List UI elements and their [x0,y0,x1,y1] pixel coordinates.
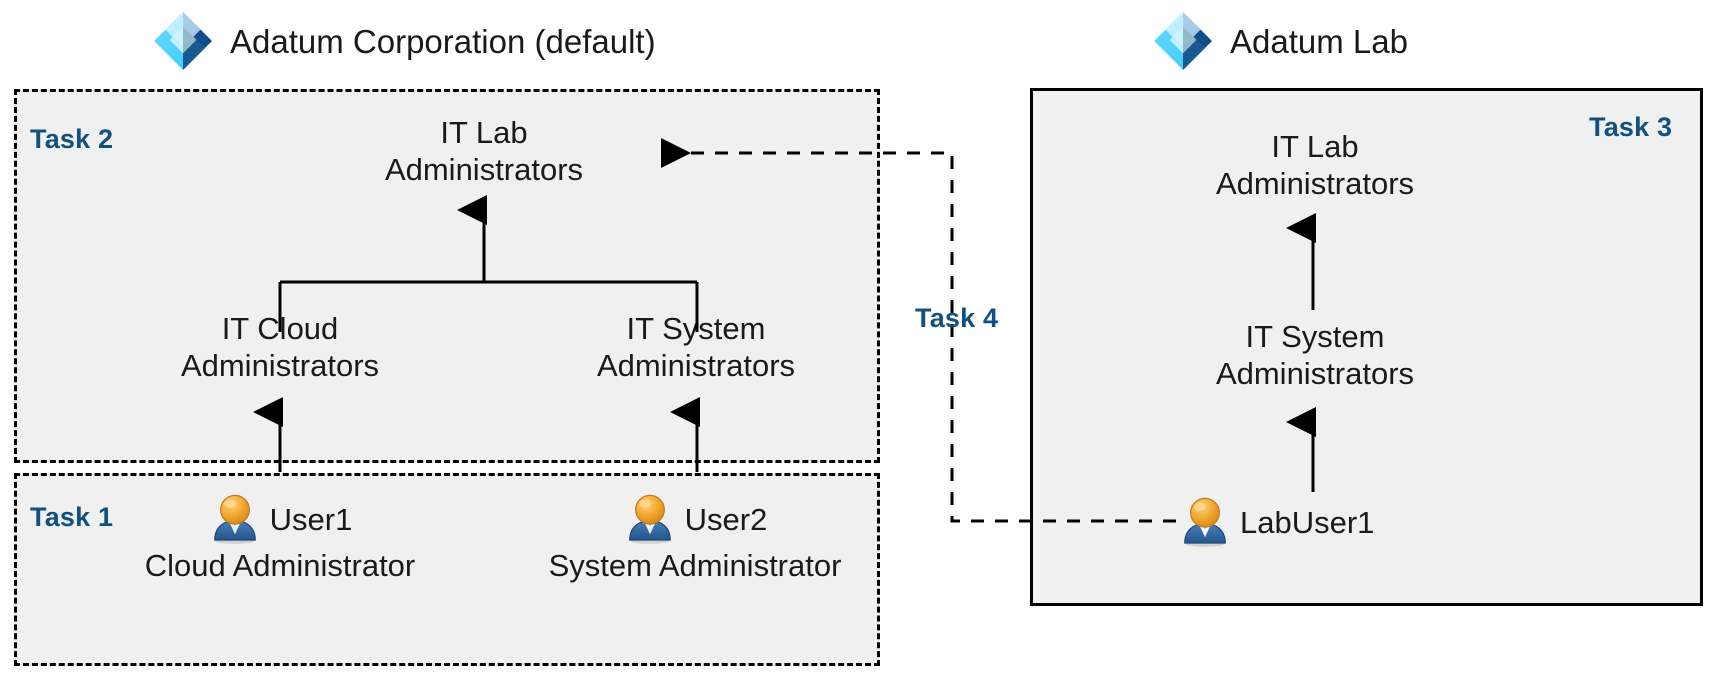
node-lab-it-lab-administrators: IT Lab Administrators [1215,129,1415,202]
task-label-task-4: Task 4 [915,303,999,333]
user-row-labuser1: LabUser1 [1178,495,1374,549]
task-label-task-2: Task 2 [30,124,114,154]
user-icon [213,494,256,544]
node-it-system-administrators: IT System Administrators [596,311,796,384]
user-name-user2: User2 [684,501,768,537]
tenant-title-right: Adatum Lab [1230,22,1408,60]
tenant-header-adatum-corporation: Adatum Corporation (default) [150,8,656,74]
node-lab-it-system-administrators: IT System Administrators [1215,319,1415,392]
user-icon [628,494,671,544]
tenant-header-adatum-lab: Adatum Lab [1150,8,1408,74]
user-block-user2: User2 System Administrator [530,492,860,584]
node-it-cloud-administrators: IT Cloud Administrators [180,311,380,384]
user-row-user2: User2 [530,492,860,546]
task-label-task-1: Task 1 [30,502,114,532]
user-row-user1: User1 [120,492,440,546]
task-label-task-3: Task 3 [1589,112,1673,142]
user-role-user1: Cloud Administrator [144,548,416,583]
azure-active-directory-icon [154,12,212,70]
user-name-labuser1: LabUser1 [1240,504,1375,540]
user-icon [1184,497,1226,547]
user-block-user1: User1 Cloud Administrator [120,492,440,584]
user-name-user1: User1 [269,501,353,537]
user-role-user2: System Administrator [548,548,842,583]
tenant-title-left: Adatum Corporation (default) [230,22,656,60]
azure-active-directory-icon [1154,12,1212,70]
node-it-lab-administrators: IT Lab Administrators [384,115,584,188]
